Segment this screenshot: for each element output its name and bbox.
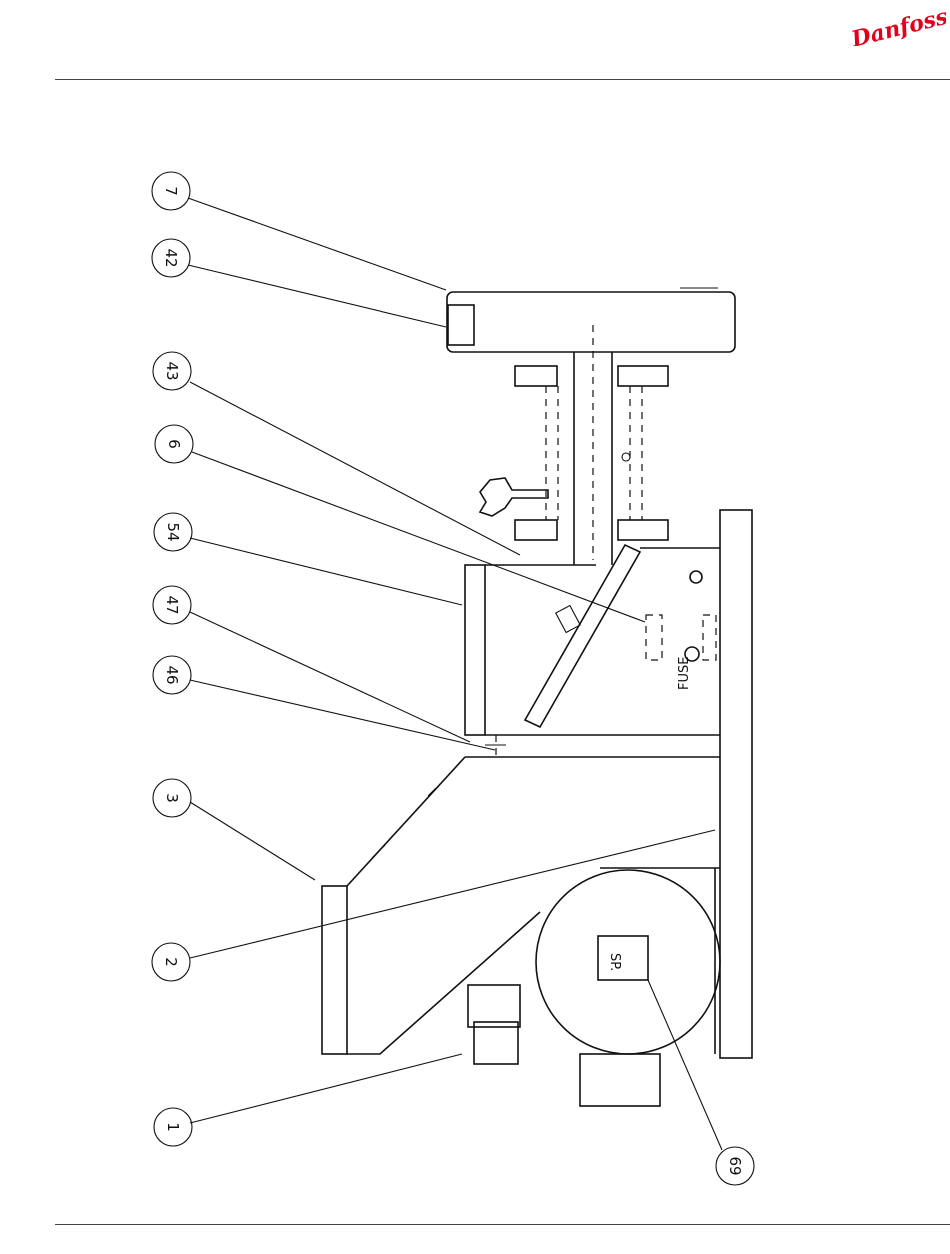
fuse-label: FUSE [677, 657, 692, 690]
leader-7 [188, 198, 446, 290]
hopper-mark-1 [372, 845, 385, 858]
handwheel-knob [480, 478, 548, 516]
motor-end-cap [580, 1054, 660, 1106]
flange-lower-right [618, 520, 668, 540]
callout-69: 69 [716, 1147, 754, 1185]
gearbox-upper [468, 985, 520, 1027]
callout-2-label: 2 [162, 957, 180, 967]
leader-3 [190, 802, 315, 880]
motor-housing [536, 870, 720, 1054]
inclined-panel [525, 545, 640, 727]
callout-7-label: 7 [162, 186, 180, 196]
leader-6 [192, 452, 645, 622]
shaft-bolt [622, 453, 630, 461]
callout-43: 43 [153, 352, 191, 390]
base-plate [720, 510, 752, 1058]
machine-outline: SP. FUSE [322, 288, 752, 1106]
hopper-mark-2 [428, 788, 436, 796]
callout-42-label: 42 [162, 248, 180, 267]
die-head-plate [448, 305, 474, 345]
hopper-lower-edge [347, 912, 540, 1054]
callout-1: 1 [154, 1108, 192, 1146]
motor-nameplate-text: SP. [607, 953, 622, 971]
leader-2 [190, 830, 715, 958]
leader-46 [190, 680, 495, 750]
callout-47-label: 47 [163, 595, 181, 614]
leader-47 [190, 612, 470, 742]
relay-dashed-2 [703, 615, 716, 660]
callout-46: 46 [153, 656, 191, 694]
leader-1 [190, 1054, 462, 1123]
callout-6: 6 [155, 425, 193, 463]
callout-3: 3 [153, 779, 191, 817]
motor-nameplate [598, 936, 648, 980]
leader-69 [648, 980, 722, 1150]
indicator-lamp [690, 571, 702, 583]
flange-upper-right [618, 366, 668, 386]
leader-42 [188, 265, 446, 327]
callout-47: 47 [153, 586, 191, 624]
callout-6-label: 6 [165, 439, 183, 449]
callout-42: 42 [152, 239, 190, 277]
leader-54 [190, 538, 462, 605]
callout-69-label: 69 [726, 1156, 744, 1175]
hopper-rim [322, 886, 347, 1054]
die-head [447, 292, 735, 352]
callout-1-label: 1 [164, 1122, 182, 1132]
control-box-lid [465, 565, 485, 735]
callout-54: 54 [154, 513, 192, 551]
callout-2: 2 [152, 943, 190, 981]
callout-7: 7 [152, 172, 190, 210]
flange-lower [515, 520, 557, 540]
leader-43 [190, 382, 520, 555]
flange-upper [515, 366, 557, 386]
callout-3-label: 3 [163, 793, 181, 803]
callout-54-label: 54 [164, 522, 182, 541]
callout-46-label: 46 [163, 665, 181, 684]
hopper-upper-edge [347, 757, 465, 886]
gearbox-lower [474, 1022, 518, 1064]
leader-lines [188, 198, 722, 1150]
relay-dashed-1 [646, 615, 662, 660]
callout-43-label: 43 [163, 361, 181, 380]
